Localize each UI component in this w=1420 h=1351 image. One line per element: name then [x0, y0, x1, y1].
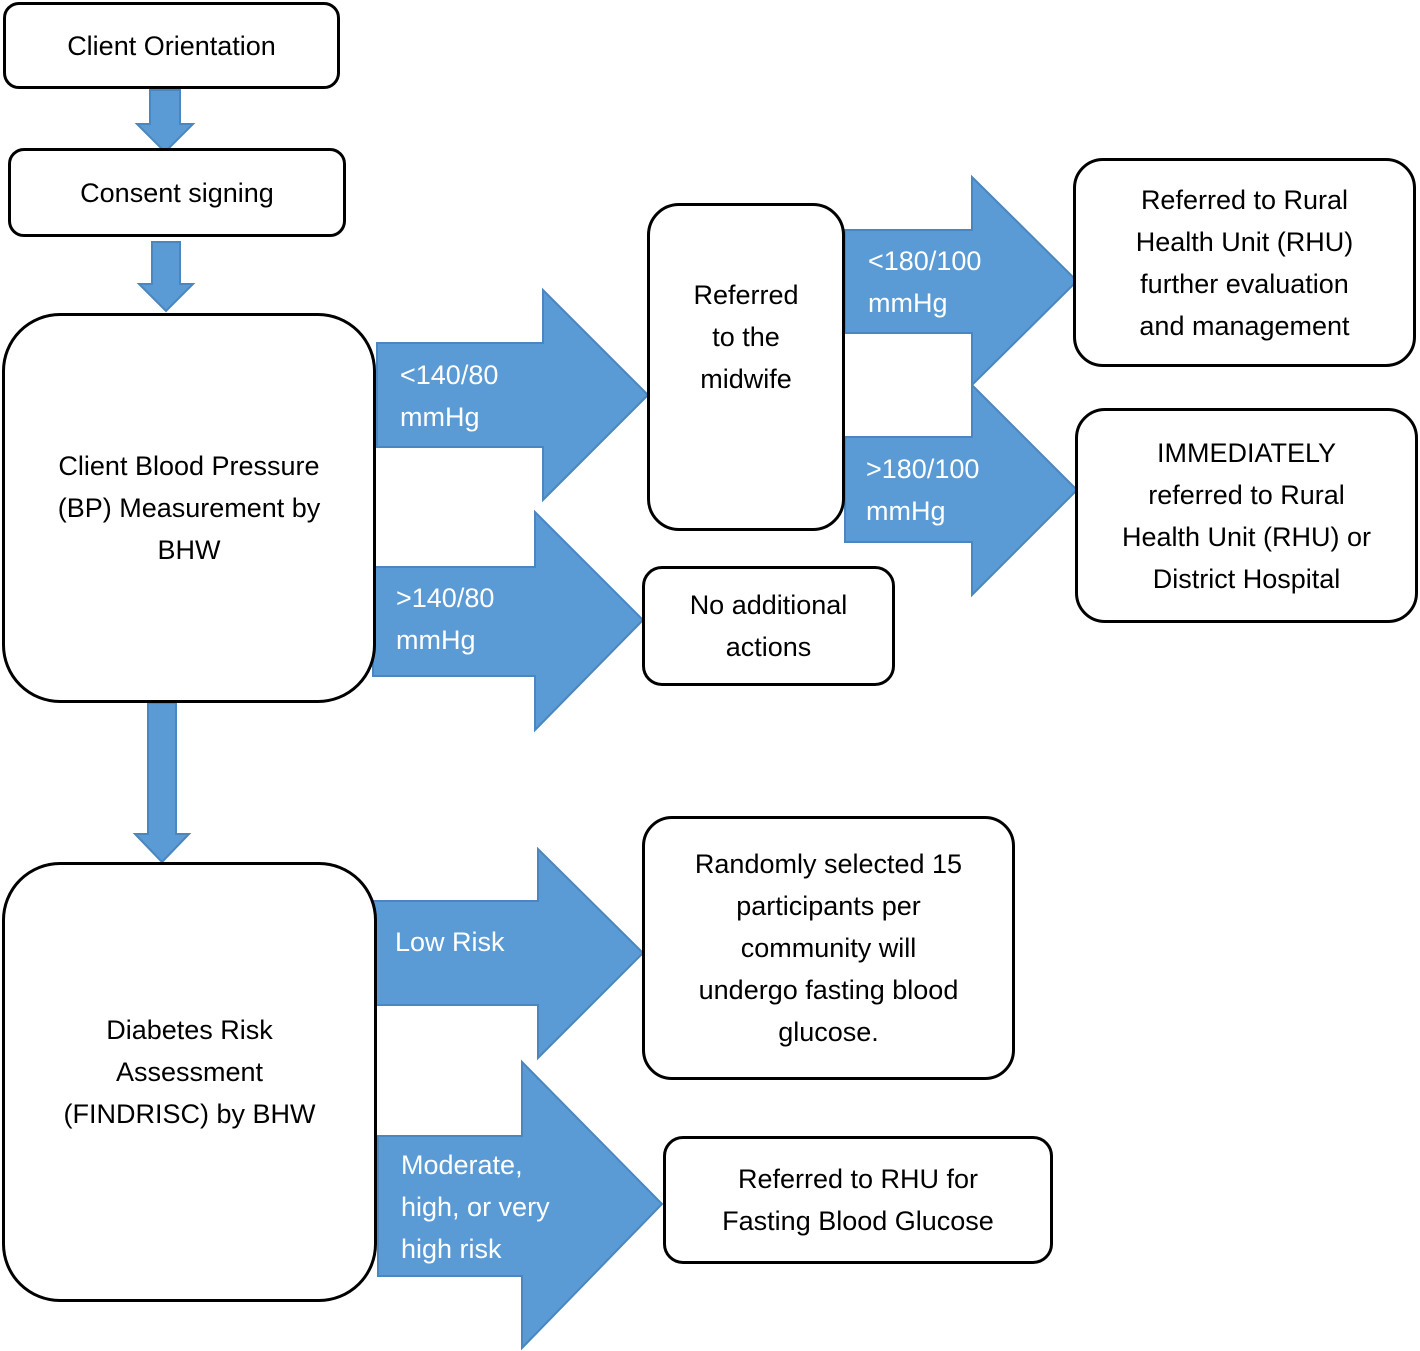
arrow-bp-to-diabetes: [132, 702, 192, 864]
immediately-referred-box: IMMEDIATELY referred to Rural Health Uni…: [1075, 408, 1418, 623]
label-gt-180: >180/100 mmHg: [866, 454, 980, 526]
arrow-lt-180: [844, 174, 1079, 388]
client-orientation-box: Client Orientation: [3, 2, 340, 89]
referred-rhu-further-box: Referred to Rural Health Unit (RHU) furt…: [1073, 158, 1416, 367]
bp-measurement-box: Client Blood Pressure (BP) Measurement b…: [2, 313, 376, 703]
label-moderate-high: Moderate, high, or very high risk: [401, 1150, 550, 1264]
arrow-consent-to-bp: [136, 241, 196, 313]
label-bp-lt-140: <140/80 mmHg: [400, 360, 499, 432]
arrow-moderate-high: [377, 1059, 664, 1351]
arrow-gt-180: [844, 382, 1079, 598]
arrow-bp-gt-140: [372, 509, 645, 733]
consent-signing-box: Consent signing: [8, 148, 346, 237]
referred-rhu-fbg-box: Referred to RHU for Fasting Blood Glucos…: [663, 1136, 1053, 1264]
no-additional-actions-box: No additional actions: [642, 566, 895, 686]
diabetes-risk-box: Diabetes Risk Assessment (FINDRISC) by B…: [2, 862, 377, 1302]
arrow-orientation-to-consent: [134, 89, 196, 154]
referred-midwife-box: Referred to the midwife: [647, 203, 845, 531]
label-bp-gt-140: >140/80 mmHg: [396, 583, 495, 655]
label-lt-180: <180/100 mmHg: [868, 246, 982, 318]
label-low-risk: Low Risk: [395, 927, 505, 957]
arrow-low-risk: [371, 846, 645, 1061]
arrow-bp-lt-140: [376, 287, 650, 503]
randomly-selected-box: Randomly selected 15 participants per co…: [642, 816, 1015, 1080]
